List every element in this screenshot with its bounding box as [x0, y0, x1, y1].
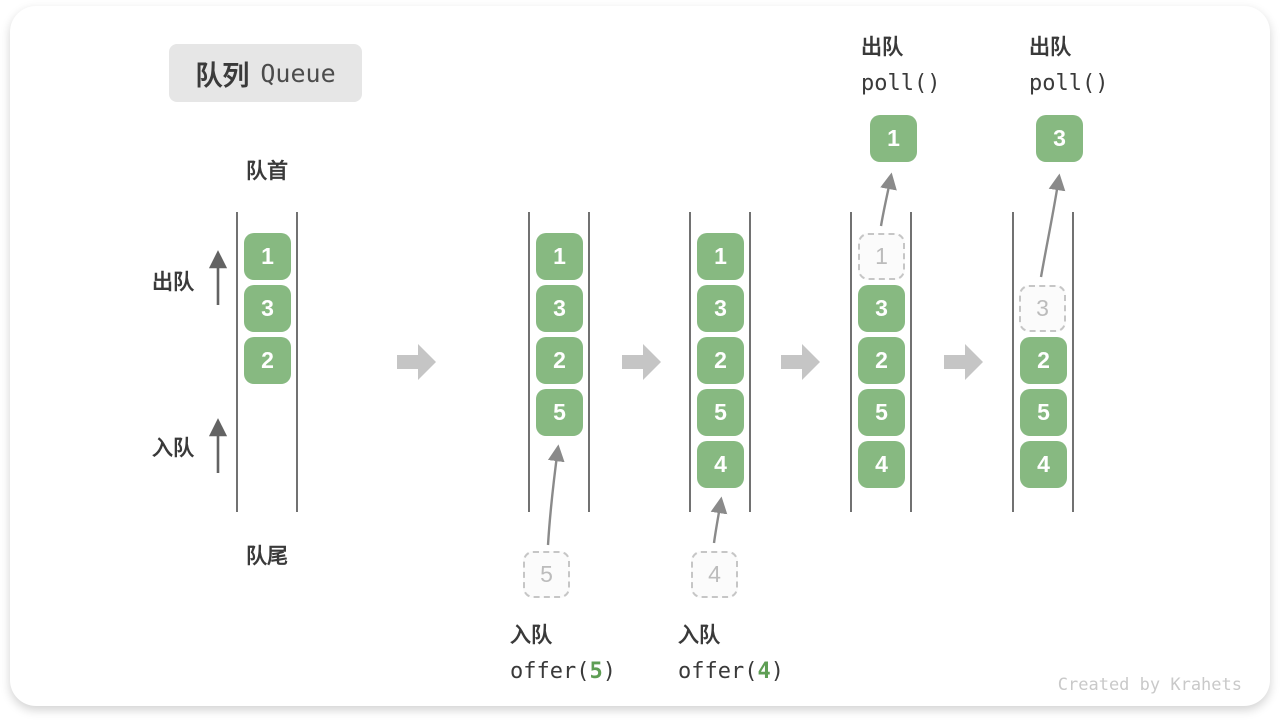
queue-cell: 4 — [697, 441, 744, 488]
label-dequeue-side: 出队 — [152, 271, 194, 294]
code-arg: 4 — [757, 659, 771, 684]
watermark-credit: Created by Krahets — [1057, 675, 1242, 695]
title-zh: 队列 — [195, 60, 250, 91]
label-queue-rear: 队尾 — [246, 545, 288, 568]
op-poll1-code: poll() — [861, 71, 941, 96]
queue-cell: 2 — [536, 337, 583, 384]
queue-cell: 2 — [697, 337, 744, 384]
queue-cell: 5 — [858, 389, 905, 436]
queue-cell: 3 — [858, 285, 905, 332]
queue-cell: 3 — [244, 285, 291, 332]
op-offer4-caption: 入队 offer(4) — [678, 619, 784, 684]
op-poll3-zh: 出队 — [1029, 36, 1071, 59]
op-offer5-zh: 入队 — [510, 624, 552, 647]
diagram-canvas — [10, 6, 1270, 706]
code-text: offer( — [678, 659, 758, 684]
queue-cell: 5 — [697, 389, 744, 436]
queue-cell: 4 — [858, 441, 905, 488]
queue-cell: 1 — [244, 233, 291, 280]
queue-cell: 5 — [1020, 389, 1067, 436]
popped-value-cell: 3 — [1036, 115, 1083, 162]
op-poll1-zh: 出队 — [861, 36, 903, 59]
removed-slot-cell: 3 — [1019, 285, 1066, 332]
title-en: Queue — [260, 58, 336, 88]
code-text: ) — [602, 659, 616, 684]
label-queue-front: 队首 — [246, 160, 288, 183]
queue-cell: 3 — [697, 285, 744, 332]
queue-cell: 2 — [1020, 337, 1067, 384]
op-poll1-caption: 出队 poll() — [861, 31, 940, 96]
code-text: ) — [770, 659, 784, 684]
queue-cell: 1 — [697, 233, 744, 280]
label-enqueue-side: 入队 — [152, 437, 194, 460]
op-offer5-caption: 入队 offer(5) — [510, 619, 616, 684]
queue-cell: 3 — [536, 285, 583, 332]
queue-cell: 2 — [858, 337, 905, 384]
removed-slot-cell: 1 — [858, 233, 905, 280]
op-offer4-code: offer(4) — [678, 659, 784, 684]
op-poll3-caption: 出队 poll() — [1029, 31, 1108, 96]
incoming-value-cell: 5 — [523, 551, 570, 598]
queue-cell: 2 — [244, 337, 291, 384]
op-poll3-code: poll() — [1029, 71, 1109, 96]
op-offer5-code: offer(5) — [510, 659, 616, 684]
queue-cell: 5 — [536, 389, 583, 436]
incoming-value-cell: 4 — [691, 551, 738, 598]
code-arg: 5 — [589, 659, 603, 684]
queue-cell: 4 — [1020, 441, 1067, 488]
title-badge: 队列 Queue — [169, 44, 362, 102]
op-offer4-zh: 入队 — [678, 624, 720, 647]
code-text: offer( — [510, 659, 590, 684]
popped-value-cell: 1 — [870, 115, 917, 162]
queue-cell: 1 — [536, 233, 583, 280]
